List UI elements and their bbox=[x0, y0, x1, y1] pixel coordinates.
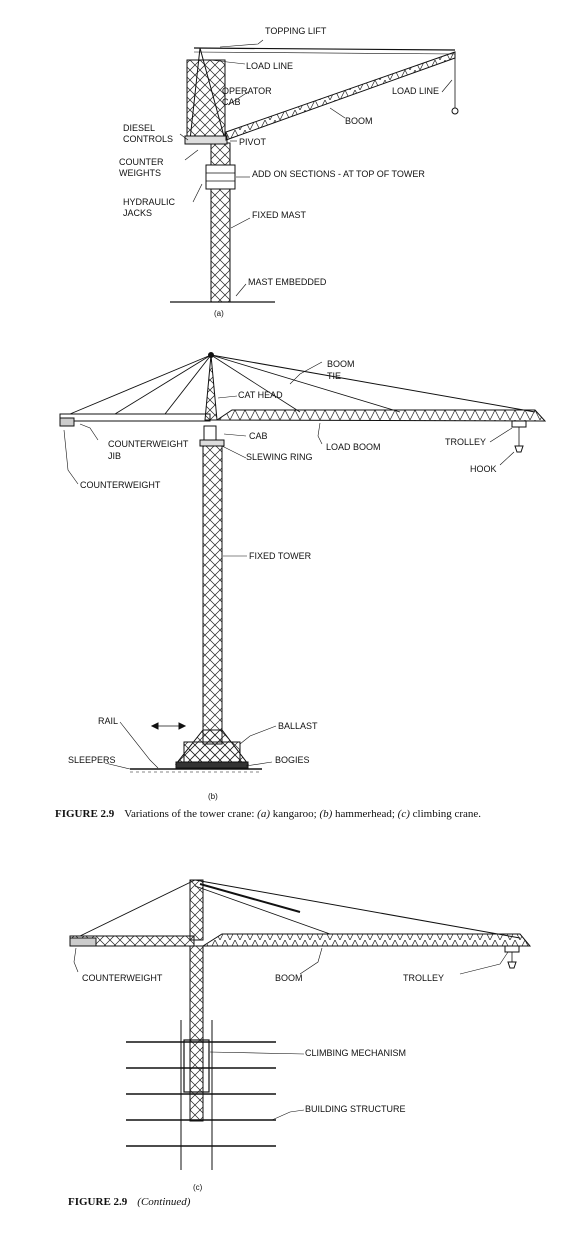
label-building-structure: BUILDING STRUCTURE bbox=[305, 1104, 406, 1114]
label-counterweight-b: COUNTERWEIGHT bbox=[80, 480, 161, 490]
label-hydraulic: HYDRAULIC bbox=[123, 197, 176, 207]
label-jacks: JACKS bbox=[123, 208, 152, 218]
figure-b-hammerhead-crane bbox=[59, 352, 547, 773]
building-floors bbox=[126, 1041, 276, 1147]
label-bogies: BOGIES bbox=[275, 755, 310, 765]
label-counterweight-c: COUNTERWEIGHT bbox=[82, 973, 163, 983]
boom-tie-line bbox=[210, 354, 536, 413]
trolley-c bbox=[504, 945, 520, 953]
label-slewing-ring: SLEWING RING bbox=[246, 452, 313, 462]
label-trolley-b: TROLLEY bbox=[445, 437, 486, 447]
label-add-on-sections: ADD ON SECTIONS - AT TOP OF TOWER bbox=[252, 169, 425, 179]
figure-c-climbing-crane bbox=[69, 879, 532, 1170]
sublabel-c: (c) bbox=[193, 1183, 203, 1192]
counterweights-a bbox=[184, 135, 228, 145]
figure-b-labels: BOOM TIE CAT HEAD CAB COUNTERWEIGHT JIB … bbox=[68, 359, 497, 801]
boom-tie-c bbox=[194, 879, 521, 939]
caption-1-a: (a) bbox=[257, 808, 270, 820]
figure-a-labels: TOPPING LIFT LOAD LINE OPERATOR CAB LOAD… bbox=[119, 26, 439, 318]
label-cat-head: CAT HEAD bbox=[238, 390, 283, 400]
figure-c-labels: COUNTERWEIGHT BOOM TROLLEY CLIMBING MECH… bbox=[82, 973, 444, 1192]
caption-2-number: FIGURE 2.9 bbox=[68, 1196, 128, 1208]
label-diesel: DIESEL bbox=[123, 123, 155, 133]
label-cab: CAB bbox=[222, 97, 241, 107]
figure-caption-1: FIGURE 2.9 Variations of the tower crane:… bbox=[55, 808, 481, 820]
climbing-mechanism bbox=[183, 1039, 210, 1093]
label-trolley-c: TROLLEY bbox=[403, 973, 444, 983]
trolley-b bbox=[511, 420, 527, 428]
operator-cab-a bbox=[186, 59, 226, 141]
label-fixed-mast: FIXED MAST bbox=[252, 210, 307, 220]
label-load-boom: LOAD BOOM bbox=[326, 442, 381, 452]
label-controls: CONTROLS bbox=[123, 134, 173, 144]
caption-1-pre: Variations of the tower crane: bbox=[124, 808, 258, 820]
label-topping-lift: TOPPING LIFT bbox=[265, 26, 327, 36]
label-weights: WEIGHTS bbox=[119, 168, 161, 178]
caption-1-number: FIGURE 2.9 bbox=[55, 808, 115, 820]
boom-c bbox=[201, 933, 532, 947]
ballast-block bbox=[183, 741, 241, 763]
hook-b bbox=[514, 445, 524, 453]
caption-1-a-text: kangaroo; bbox=[269, 808, 320, 820]
label-boom-b: BOOM bbox=[327, 359, 355, 369]
climbing-mast-lower bbox=[189, 945, 204, 1122]
caption-1-c-text: climbing crane. bbox=[409, 808, 482, 820]
fixed-tower-b bbox=[202, 445, 223, 745]
label-tie: TIE bbox=[327, 371, 341, 381]
label-load-line-2: LOAD LINE bbox=[392, 86, 439, 96]
counterweight-c bbox=[69, 937, 97, 947]
label-load-line-1: LOAD LINE bbox=[246, 61, 293, 71]
label-sleepers: SLEEPERS bbox=[68, 755, 116, 765]
label-ballast: BALLAST bbox=[278, 721, 318, 731]
sublabel-b: (b) bbox=[208, 792, 218, 801]
label-operator: OPERATOR bbox=[222, 86, 272, 96]
sublabel-a: (a) bbox=[214, 309, 224, 318]
cab-b bbox=[203, 425, 217, 441]
label-counterweight-jib-2: JIB bbox=[108, 451, 121, 461]
caption-1-b: (b) bbox=[319, 808, 333, 820]
label-mast-embedded: MAST EMBEDDED bbox=[248, 277, 327, 287]
topping-lift-line bbox=[193, 47, 456, 51]
cat-head bbox=[204, 354, 218, 421]
counterweight-b bbox=[59, 417, 75, 427]
label-boom-c: BOOM bbox=[275, 973, 303, 983]
counterweight-jib bbox=[59, 413, 211, 422]
load-boom bbox=[215, 409, 547, 422]
label-climbing-mechanism: CLIMBING MECHANISM bbox=[305, 1048, 406, 1058]
label-boom-a: BOOM bbox=[345, 116, 373, 126]
caption-1-c: (c) bbox=[397, 808, 410, 820]
figure-caption-2: FIGURE 2.9 (Continued) bbox=[68, 1196, 190, 1208]
bogies bbox=[175, 761, 249, 769]
climbing-mast-upper bbox=[189, 879, 204, 941]
label-hook: HOOK bbox=[470, 464, 497, 474]
label-pivot: PIVOT bbox=[239, 137, 267, 147]
slewing-ring bbox=[199, 439, 225, 447]
label-rail: RAIL bbox=[98, 716, 118, 726]
label-cab-b: CAB bbox=[249, 431, 268, 441]
add-on-sections-a bbox=[205, 164, 236, 190]
label-fixed-tower: FIXED TOWER bbox=[249, 551, 312, 561]
label-counter: COUNTER bbox=[119, 157, 164, 167]
caption-1-b-text: hammerhead; bbox=[332, 808, 398, 820]
label-counterweight-jib-1: COUNTERWEIGHT bbox=[108, 439, 189, 449]
caption-2-text: (Continued) bbox=[137, 1196, 191, 1208]
figure-a-kangaroo-crane bbox=[170, 39, 459, 303]
